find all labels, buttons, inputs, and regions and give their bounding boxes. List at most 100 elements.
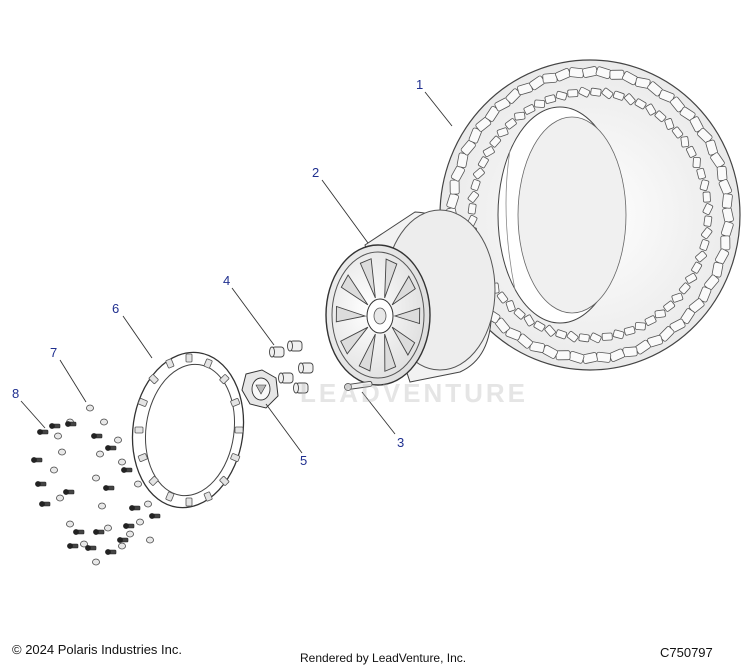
bolt-head: [121, 467, 127, 473]
rim-spoke: [391, 275, 416, 306]
tread-block: [544, 324, 556, 337]
tread-block: [523, 104, 536, 115]
washer: [126, 530, 134, 538]
tread-block: [612, 90, 625, 101]
tread-block: [702, 203, 714, 216]
tread-block: [449, 179, 460, 195]
ring-segment: [137, 398, 148, 407]
ring-segment: [148, 475, 159, 486]
washer: [56, 494, 64, 502]
tread-block: [702, 191, 711, 203]
callout-3[interactable]: 3: [397, 435, 405, 450]
tread-block: [663, 300, 676, 312]
tread-block: [578, 86, 591, 98]
washer: [98, 502, 106, 510]
tread-block: [467, 190, 479, 203]
bolt-head: [73, 529, 79, 535]
washer: [146, 536, 154, 544]
bolt-head: [129, 505, 135, 511]
rim-spoke: [359, 258, 376, 299]
tread-block: [505, 300, 516, 312]
tread-block: [634, 322, 646, 331]
tread-block: [533, 320, 546, 332]
tread-block: [555, 90, 568, 101]
tread-block: [692, 156, 701, 169]
bolt-head: [105, 445, 111, 451]
tread-block: [482, 146, 495, 158]
tread-block: [601, 87, 614, 99]
tread-block: [566, 331, 579, 343]
ring-segment: [134, 426, 144, 434]
washer: [136, 518, 144, 526]
tread-block: [720, 235, 731, 251]
rim-spoke: [384, 333, 397, 372]
diagram-code: C750797: [660, 645, 713, 660]
lug-nuts[interactable]: [269, 340, 314, 394]
bolt-head: [149, 513, 155, 519]
tread-block: [496, 127, 509, 138]
rendered-by-text: Rendered by LeadVenture, Inc.: [300, 651, 467, 665]
callout-4[interactable]: 4: [223, 273, 231, 288]
callout-1[interactable]: 1: [416, 77, 424, 92]
washer: [86, 404, 94, 412]
tread-block: [612, 329, 625, 340]
tread-block: [696, 167, 706, 180]
tread-block: [477, 156, 489, 169]
callout-2[interactable]: 2: [312, 165, 320, 180]
tread-block: [544, 94, 557, 104]
bolt-head: [67, 543, 73, 549]
tread-block: [504, 118, 517, 130]
tread-block: [701, 227, 713, 240]
washer: [134, 480, 142, 488]
washer: [118, 458, 126, 466]
washer: [92, 474, 100, 482]
tread-block: [634, 98, 647, 110]
tread-block: [695, 250, 707, 263]
tread-block: [473, 167, 485, 180]
bolt-head: [85, 545, 91, 551]
ring-segment: [234, 426, 244, 434]
ring-segment: [219, 475, 230, 486]
bolt-head: [123, 523, 129, 529]
callout-8[interactable]: 8: [12, 386, 20, 401]
rim-spoke: [340, 326, 369, 355]
washer: [54, 432, 62, 440]
center-cap[interactable]: [241, 369, 279, 409]
rim-spoke: [384, 258, 398, 299]
tread-block: [555, 329, 568, 340]
bolt-head: [91, 433, 97, 439]
rim-spoke: [335, 305, 367, 323]
rim-spoke: [391, 326, 416, 356]
washer: [92, 558, 100, 566]
wheel-rim[interactable]: [325, 209, 496, 386]
bolt-head: [105, 549, 111, 555]
tread-block: [523, 314, 535, 327]
callout-6[interactable]: 6: [112, 301, 120, 316]
tread-block: [589, 332, 602, 344]
tread-block: [654, 110, 667, 122]
ring-segment: [219, 374, 230, 385]
callout-5[interactable]: 5: [300, 453, 308, 468]
washer: [66, 520, 74, 528]
tread-block: [645, 103, 657, 116]
tread-block: [555, 350, 571, 361]
callout-7[interactable]: 7: [50, 345, 58, 360]
rim-spoke: [393, 307, 421, 325]
bolt-head: [39, 501, 45, 507]
tread-block: [624, 93, 636, 106]
tread-block: [496, 291, 509, 304]
ring-segment: [137, 453, 148, 462]
tread-block: [590, 87, 602, 97]
tread-block: [703, 215, 713, 227]
tread-block: [671, 126, 684, 139]
tread-block: [678, 282, 691, 295]
tread-block: [568, 67, 585, 79]
beadlock-ring[interactable]: [123, 345, 254, 515]
valve-stem[interactable]: [344, 381, 373, 391]
copyright-text: © 2024 Polaris Industries Inc.: [12, 642, 182, 657]
bolt-head: [49, 423, 55, 429]
bolts[interactable]: [31, 421, 161, 555]
bolt-head: [103, 485, 109, 491]
ring-segment: [185, 353, 193, 363]
